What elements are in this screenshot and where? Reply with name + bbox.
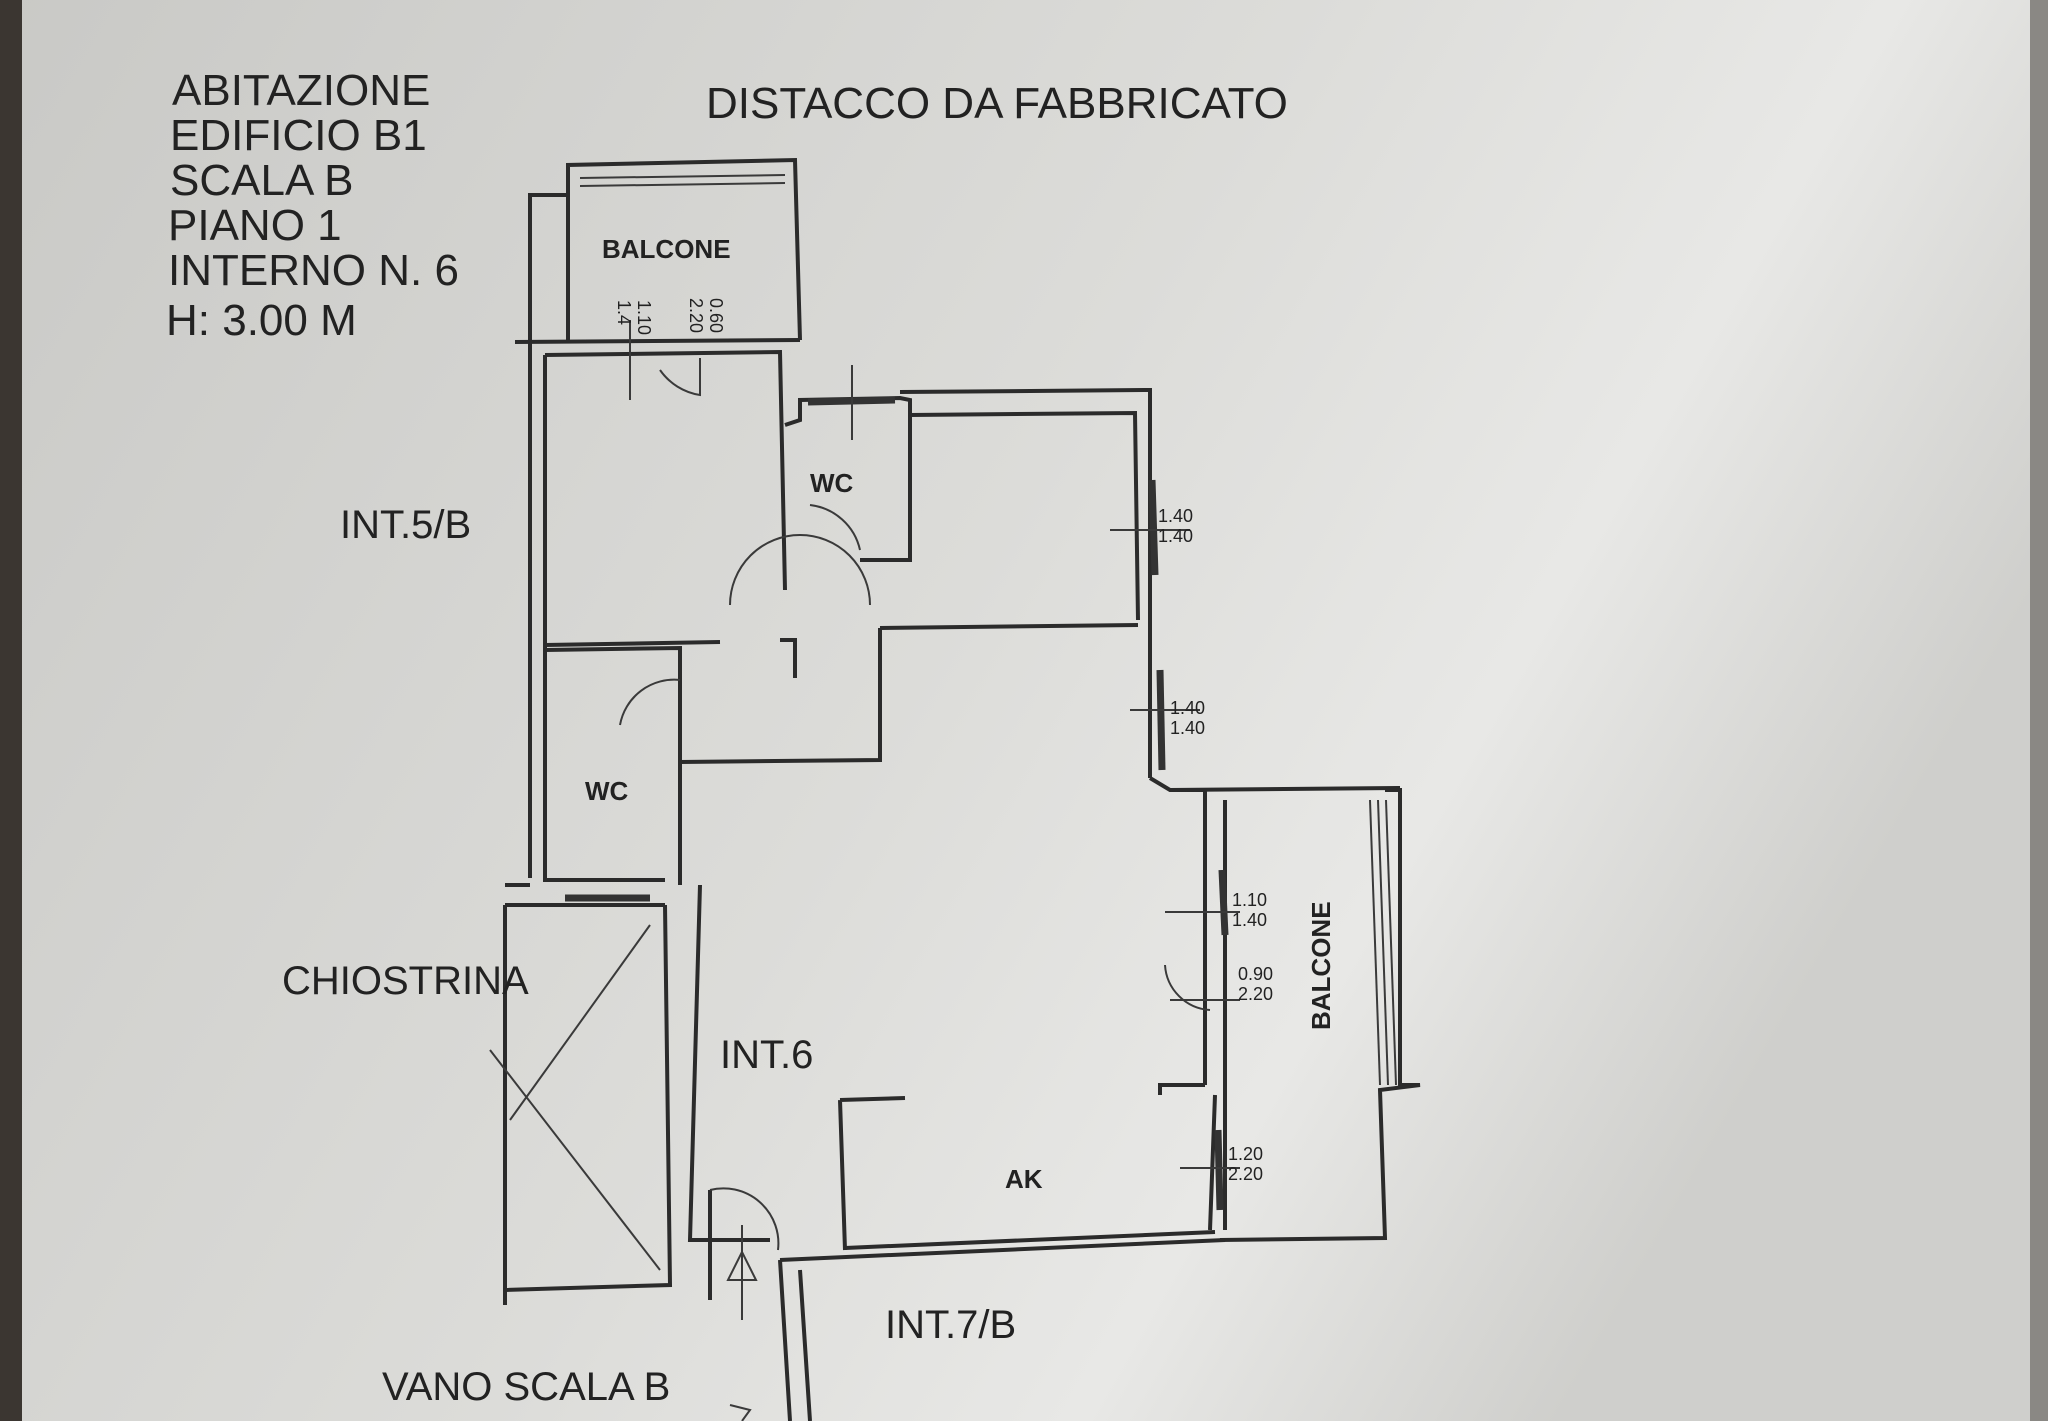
bedroom-bottom-wall [544,640,721,647]
dim-balcone-door-b: 2.20 [1238,984,1273,1004]
unit-info-block: ABITAZIONE EDIFICIO B1 SCALA B PIANO 1 I… [166,66,459,345]
stair-arrow [726,1249,758,1281]
vano-scala-label: VANO SCALA B [382,1365,670,1409]
living-west-lower [687,884,770,1242]
wc-left-walls [544,645,682,885]
south-party-wall [779,1238,1226,1262]
header-line-6: H: 3.00 M [166,296,357,345]
bedroom2-inner [909,410,1140,621]
header-line-4: PIANO 1 [168,201,342,250]
dim-balcone-door-a: 0.90 [1238,964,1273,984]
wc-top-door-swing [809,504,861,551]
stair-arrow-bottom [729,1404,752,1421]
balcony-top-left-wall [528,193,570,342]
ak-west-wall [838,1096,906,1251]
ak-label: AK [1005,1164,1043,1194]
int6-label: INT.6 [720,1033,813,1077]
balcony-door-swing [659,358,701,397]
chiostrina-cross-b [489,1049,661,1271]
chiostrina-box [504,904,673,1292]
dim-east-window-1-b: 1.40 [1158,526,1193,546]
east-window-1 [1148,479,1159,576]
int7b-label: INT.7/B [885,1303,1016,1347]
balcony-right-outer [1219,788,1421,1242]
dim-ak-window-a: 1.20 [1228,1144,1263,1164]
header-line-1: ABITAZIONE [172,66,430,115]
dark-edge-right [2030,0,2048,1421]
dim-east-window-2-a: 1.40 [1170,698,1205,718]
dim-east-window-1-a: 1.40 [1158,506,1193,526]
dim-balcone-door-a-1: 1.4 [614,300,634,325]
hall-stub-wall [780,638,797,678]
ak-south-wall [844,1230,1216,1250]
wc-left-label: WC [585,776,629,806]
int5b-label: INT.5/B [340,503,471,547]
stair-walls [708,1190,812,1421]
balcony-right-door-swing [1164,964,1211,1011]
dimension-labels: 1.4 1.10 2.20 0.60 1.40 1.40 1.40 1.40 1… [614,298,1273,1184]
balcony-top-slab [514,338,801,344]
doors [619,358,1211,1251]
bedroom-top-wall [544,349,787,591]
dim-ak-window-b: 2.20 [1228,1164,1263,1184]
chiostrina-cross-a [509,924,651,1121]
wc-top-label: WC [810,468,854,498]
balcony-rail-2 [579,182,786,187]
header-line-3: SCALA B [170,156,353,205]
dim-east-window-2-b: 1.40 [1170,718,1205,738]
bedroom2-outer-east [899,387,1152,778]
plan-title: DISTACCO DA FABBRICATO [706,79,1288,128]
east-window-2 [1156,669,1166,771]
entrance-door-swing [709,1187,780,1251]
ak-window [1214,1129,1224,1211]
balcony-rail [579,174,786,179]
balcony-top-frame [566,157,802,341]
dim-balcone-window-a: 1.10 [1232,890,1267,910]
balcone-top-label: BALCONE [602,234,731,264]
balcony-right-rail-3 [1385,799,1397,1086]
header-line-5: INTERNO N. 6 [168,246,459,295]
dark-edge [0,0,22,1421]
windows [629,320,1240,1211]
chiostrina-label: CHIOSTRINA [282,959,529,1003]
hall-south-wall [679,628,882,764]
chiostrina-top [505,883,665,907]
wc-left-bottom [543,740,665,882]
walls [489,157,1421,1421]
dim-balcone-door-a-2: 1.10 [634,300,654,335]
balcony-right-top [1169,786,1401,792]
bedroom2-bottom [879,623,1139,630]
wc-left-door-swing [619,678,681,726]
dim-balcone-window-b: 1.40 [1232,910,1267,930]
hall-door-swing [729,534,871,606]
living-east-lower [1158,1083,1217,1231]
balcony-right-rail-2 [1377,799,1389,1086]
dim-balcone-door-b-1: 2.20 [686,298,706,333]
header-line-2: EDIFICIO B1 [170,111,427,160]
balcone-right-label: BALCONE [1306,901,1336,1030]
balcony-window [1218,869,1229,936]
balcony-right-rail [1369,799,1381,1086]
dim-balcone-door-b-2: 0.60 [706,298,726,333]
